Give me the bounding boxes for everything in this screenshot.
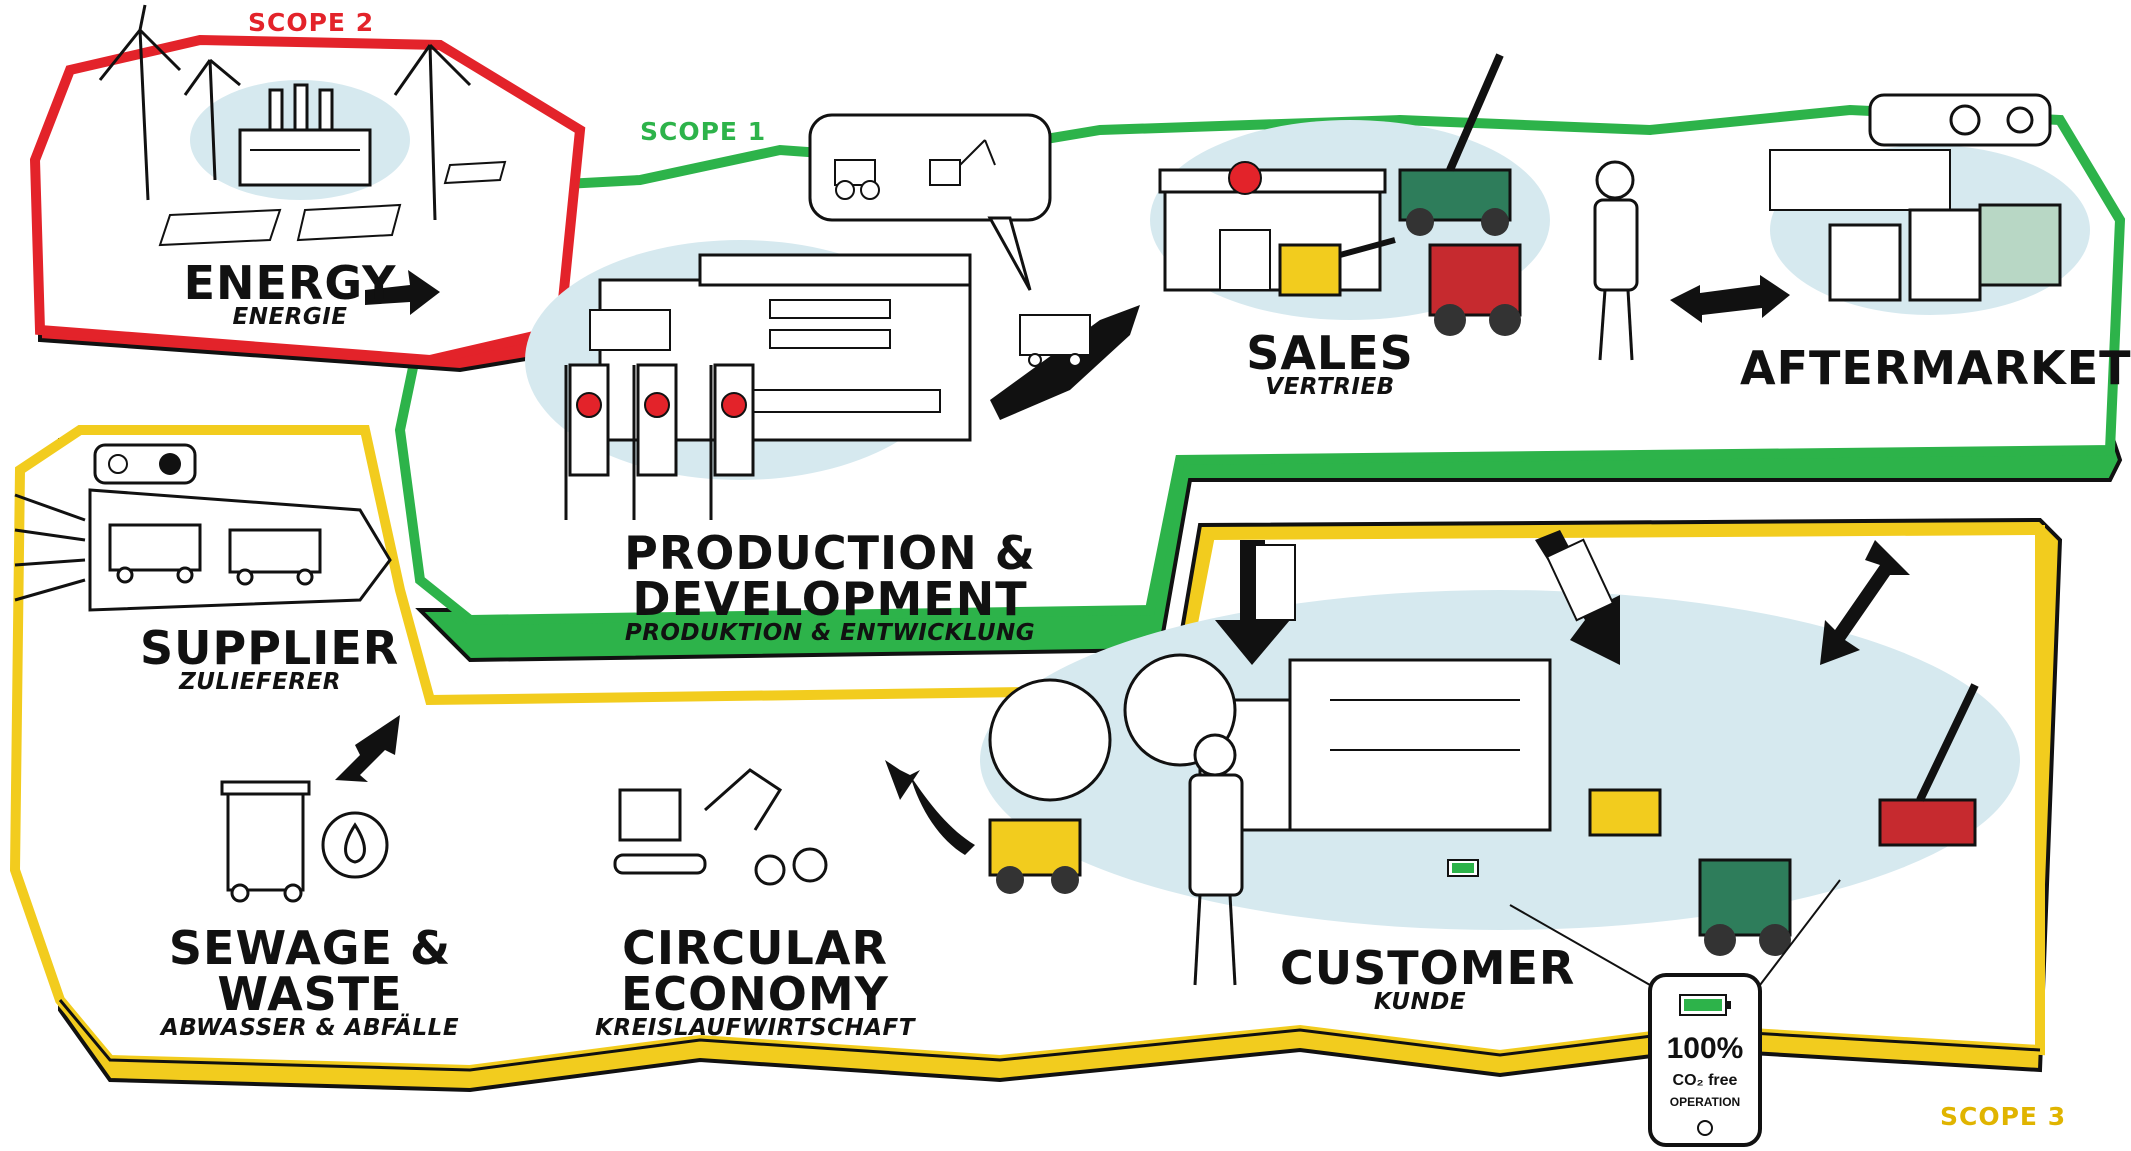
water-drop-icon (321, 811, 389, 879)
energy-station: ENERGY ENERGIE (150, 260, 430, 329)
gear-icon (2006, 106, 2034, 134)
smartphone-icon: 100% CO₂ free OPERATION (1509, 879, 1841, 1147)
waste-bin-icon (220, 780, 311, 903)
truck-icon (1254, 538, 1615, 622)
scope1-region (394, 104, 2126, 663)
sewage-subtitle: ABWASSER & ABFÄLLE (160, 1015, 460, 1041)
sales-title: SALES (1246, 326, 1414, 380)
logo-icon (576, 392, 747, 418)
phone-percent: 100% (1667, 1032, 1744, 1065)
excavator-icon (613, 768, 783, 875)
phone-line1: CO₂ free (1673, 1072, 1738, 1089)
circular-station: CIRCULAR ECONOMY KREISLAUFWIRTSCHAFT (530, 925, 980, 1040)
truck-icon (108, 523, 322, 586)
road (990, 305, 1140, 420)
aftermarket-illustration (1769, 93, 2090, 315)
sewage-station: SEWAGE & WASTE ABWASSER & ABFÄLLE (120, 925, 500, 1040)
supplier-subtitle: ZULIEFERER (179, 669, 341, 695)
factory-icon (238, 83, 372, 187)
arrow-icon (1820, 540, 1910, 665)
scope2-label: SCOPE 2 (248, 8, 375, 37)
arrow-icon (335, 715, 400, 782)
circular-subtitle: KREISLAUFWIRTSCHAFT (595, 1015, 915, 1041)
solar-panel-icon (158, 160, 507, 247)
arrow-icon (1215, 540, 1290, 665)
arrow-icon (365, 270, 440, 315)
circular-title: CIRCULAR ECONOMY (621, 921, 889, 1021)
production-illustration (525, 113, 1140, 520)
aftermarket-station: AFTERMARKET (1740, 341, 2131, 395)
supplier-station: SUPPLIER ZULIEFERER (140, 621, 400, 695)
excavator-icon (929, 139, 996, 186)
excavator-icon (1698, 858, 1792, 956)
gear-icon (1949, 104, 1981, 136)
supplier-title: SUPPLIER (140, 621, 400, 675)
truck-icon (1828, 203, 2062, 302)
circular-illustration (613, 760, 975, 886)
machines-speech-bubble (808, 113, 1052, 291)
energy-title: ENERGY (183, 256, 397, 310)
telehandler-icon (1878, 683, 1979, 847)
scope3-label: SCOPE 3 (1940, 1102, 2067, 1131)
production-station: PRODUCTION & DEVELOPMENT PRODUKTION & EN… (500, 530, 1160, 645)
production-subtitle: PRODUKTION & ENTWICKLUNG (624, 620, 1036, 646)
worker-icon (1188, 733, 1244, 986)
service-icons-bubble (1868, 93, 2052, 147)
arrow-icon (885, 760, 975, 855)
building (1198, 658, 1552, 832)
wheel-loader-icon (834, 159, 880, 200)
production-title: PRODUCTION & DEVELOPMENT (624, 526, 1036, 626)
scope1-label: SCOPE 1 (640, 117, 767, 146)
excavator-icon (1278, 237, 1396, 297)
wind-turbine-icon (98, 4, 472, 221)
truck-icon (1019, 314, 1091, 367)
battery-icon (1679, 994, 1731, 1016)
wheel-loader-icon (988, 788, 1662, 894)
salesperson-icon (1593, 160, 1639, 361)
aftermarket-title: AFTERMARKET (1740, 341, 2131, 395)
parts-bubble (93, 443, 197, 485)
sales-illustration (1150, 53, 1790, 361)
customer-title: CUSTOMER (1280, 941, 1576, 995)
energy-subtitle: ENERGIE (232, 304, 348, 330)
wheel-loader-icon (1428, 243, 1522, 336)
telehandler-icon (1398, 53, 1512, 236)
sales-subtitle: VERTRIEB (1265, 374, 1395, 400)
customer-station: CUSTOMER KUNDE (1280, 941, 1576, 1015)
sales-station: SALES VERTRIEB (1220, 330, 1440, 399)
scope2-region (29, 34, 593, 373)
gear-icon (754, 847, 828, 886)
phone-line2: OPERATION (1670, 1095, 1740, 1109)
sewage-title: SEWAGE & WASTE (168, 921, 452, 1021)
customer-subtitle: KUNDE (1373, 989, 1467, 1015)
battery-icon (1447, 859, 1479, 877)
sewage-illustration (220, 715, 400, 903)
arrow-icon (1670, 275, 1790, 323)
flag-banners (564, 363, 755, 520)
customer-illustration (980, 530, 2020, 986)
gear-icon (108, 454, 128, 474)
speed-lines (14, 493, 86, 602)
energy-illustration (98, 4, 507, 315)
supplier-illustration (14, 443, 392, 612)
